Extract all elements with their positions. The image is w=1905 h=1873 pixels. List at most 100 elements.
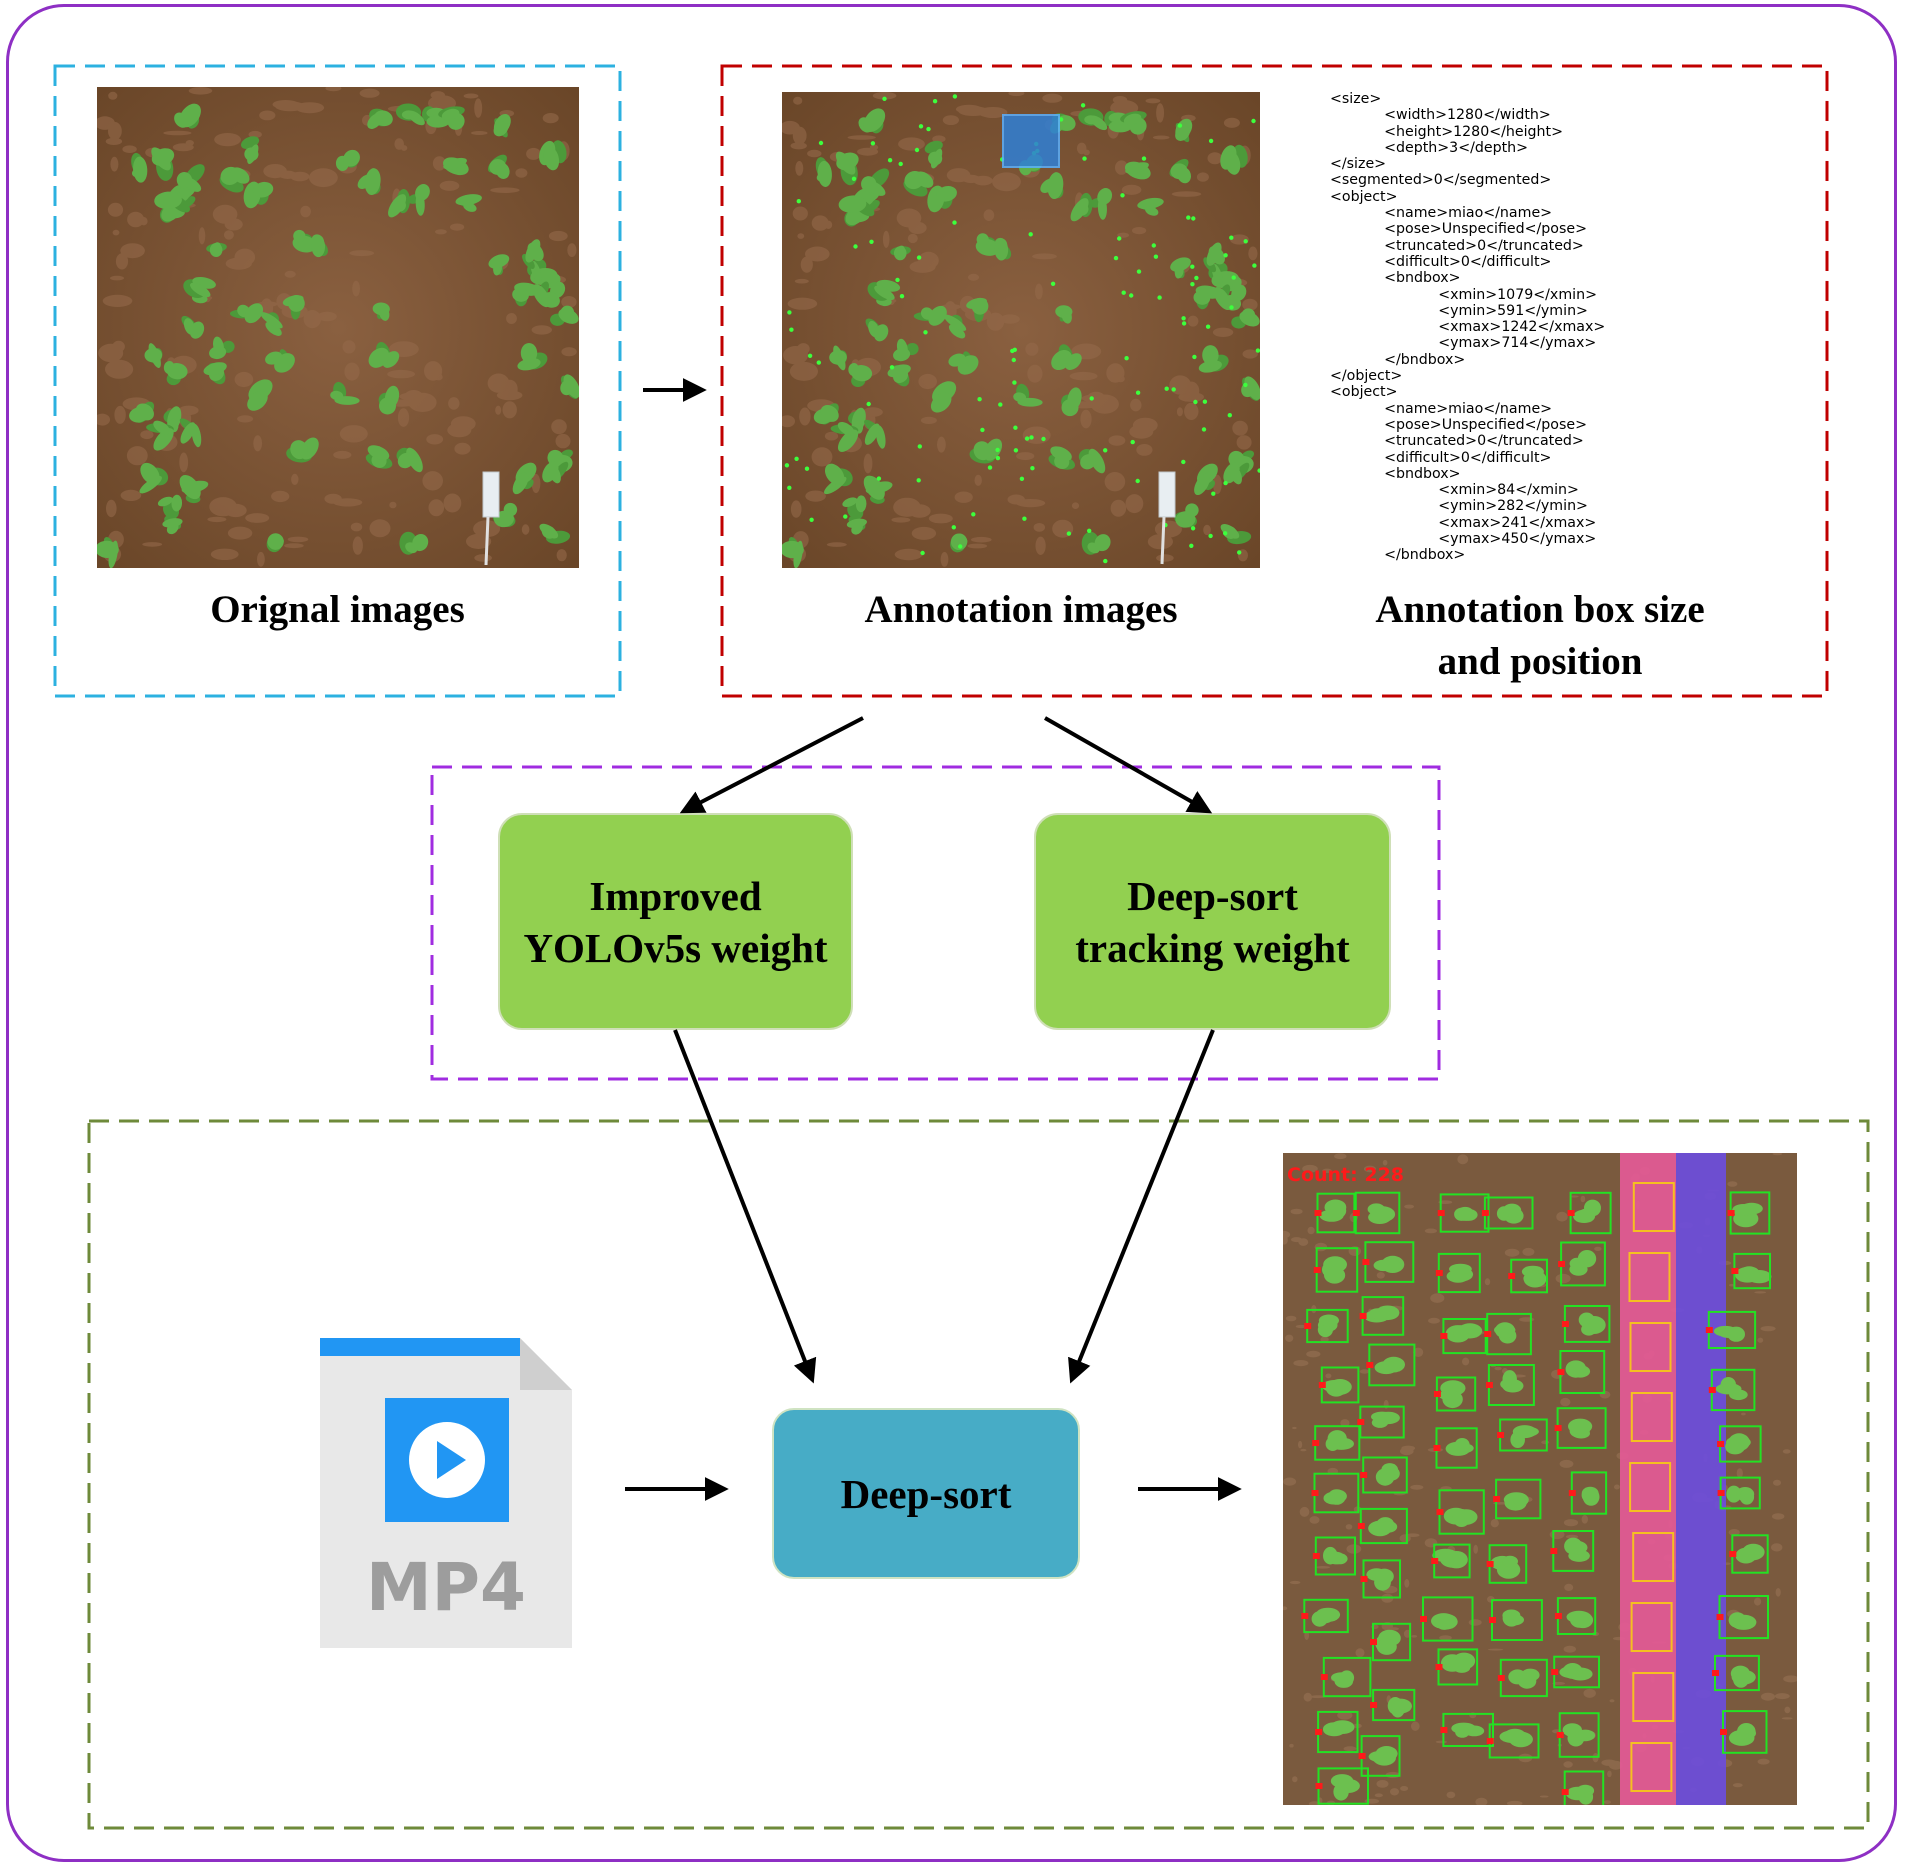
purple-row-band — [1676, 1153, 1726, 1805]
soil-clod — [1292, 1426, 1297, 1430]
soil-clod — [1110, 499, 1127, 517]
track-center-mark — [1489, 1617, 1496, 1623]
soil-clod — [1457, 1154, 1469, 1165]
soil-clod — [1242, 349, 1258, 359]
soil-clod — [333, 450, 352, 459]
soil-clod — [1042, 93, 1063, 103]
soil-clod — [97, 413, 110, 426]
seedling-leaf — [1449, 1263, 1472, 1275]
soil-clod — [521, 524, 530, 535]
soil-clod — [1129, 424, 1154, 439]
soil-clod — [1285, 1315, 1297, 1322]
soil-clod — [1563, 1645, 1576, 1653]
seedling-leaf — [1371, 1417, 1389, 1428]
seedling-leaf — [863, 475, 885, 500]
soil-clod — [333, 498, 363, 507]
soil-clod — [115, 253, 129, 270]
xml-line: <difficult>0</difficult> — [1330, 449, 1552, 466]
track-center-mark — [1551, 1669, 1559, 1675]
soil-clod — [1104, 472, 1126, 492]
annotation-point — [1013, 448, 1019, 453]
soil-clod — [1300, 1448, 1307, 1452]
seedling-leaf — [1454, 1509, 1478, 1525]
seedling-leaf — [820, 405, 839, 422]
field-stake — [482, 471, 500, 566]
seedling-leaf — [1732, 1204, 1755, 1216]
annotation-point — [866, 401, 871, 407]
soil-clod — [1156, 554, 1174, 562]
seedling-leaf — [1380, 1521, 1398, 1533]
soil-clod — [783, 346, 809, 365]
deepsort-weight-line1: Deep-sort — [1127, 872, 1298, 919]
soil-clod — [1303, 1692, 1312, 1702]
soil-clod — [1236, 435, 1252, 450]
seedling-leaf — [517, 358, 541, 371]
soil-clod — [263, 164, 287, 179]
seedling-leaf — [230, 167, 250, 184]
xml-line: <object> — [1330, 188, 1398, 205]
soil-clod — [790, 142, 807, 150]
yolov5s-weight-box: Improved YOLOv5s weight — [498, 813, 853, 1030]
seedling-leaf — [368, 347, 390, 368]
tracking-box-highlight — [1629, 1462, 1672, 1512]
annotation-point — [809, 517, 814, 522]
seedling-leaf — [1318, 1314, 1339, 1327]
annotation-point — [918, 124, 924, 129]
annotation-point — [977, 397, 982, 402]
soil-clod — [1782, 1449, 1791, 1454]
soil-clod — [1242, 298, 1258, 311]
soil-clod — [234, 371, 254, 388]
seedling-leaf — [560, 305, 575, 320]
soil-clod — [1400, 1447, 1414, 1456]
soil-clod — [1016, 499, 1046, 508]
soil-clod — [1374, 1793, 1383, 1798]
xml-line: <xmax>241</xmax> — [1330, 514, 1597, 531]
annotation-point — [1202, 399, 1208, 404]
soil-clod — [120, 489, 142, 501]
soil-clod — [1754, 1291, 1767, 1294]
annotation-point — [1103, 448, 1108, 453]
soil-clod — [940, 552, 949, 567]
soil-clod — [891, 517, 911, 523]
track-center-mark — [1437, 1210, 1445, 1216]
seedling-leaf — [1017, 397, 1043, 407]
soil-clod — [1741, 1412, 1746, 1416]
soil-clod — [1154, 520, 1182, 538]
track-center-mark — [1435, 1664, 1443, 1670]
soil-clod — [1728, 1529, 1740, 1536]
soil-clod — [1565, 1534, 1579, 1539]
soil-clod — [1784, 1706, 1791, 1714]
annotation-point — [1223, 253, 1228, 258]
soil-clod — [561, 296, 577, 308]
soil-clod — [97, 116, 115, 130]
seedling-leaf — [1372, 1749, 1396, 1766]
track-center-mark — [1314, 1210, 1322, 1216]
soil-clod — [1775, 1588, 1781, 1597]
soil-clod — [448, 397, 460, 410]
seedling-leaf — [855, 495, 867, 513]
tracking-box-highlight — [1632, 1532, 1675, 1582]
seedling-leaf — [1368, 1308, 1387, 1319]
seedling-leaf — [334, 396, 360, 405]
seedling-leaf — [1455, 1727, 1470, 1738]
annotation-point — [787, 485, 792, 490]
annotation-point — [1136, 269, 1142, 274]
seedling-leaf — [133, 156, 148, 183]
annotation-point — [1255, 348, 1260, 353]
soil-clod — [447, 423, 472, 438]
soil-clod — [1132, 227, 1147, 235]
seedling-leaf — [287, 295, 305, 312]
xml-line: <xmax>1242</xmax> — [1330, 319, 1606, 336]
seedling-leaf — [1094, 534, 1111, 552]
seedling-leaf — [1565, 1360, 1586, 1376]
annotation-point — [1229, 305, 1234, 310]
seedling-leaf — [824, 463, 845, 486]
soil-clod — [918, 373, 937, 390]
soil-clod — [339, 425, 368, 443]
soil-clod — [1603, 1800, 1611, 1804]
soil-clod — [140, 430, 154, 440]
seedling-leaf — [1512, 1425, 1537, 1439]
seedling-leaf — [176, 172, 193, 189]
arrow-annotation-to-yolo — [679, 716, 864, 814]
soil-clod — [253, 435, 263, 452]
